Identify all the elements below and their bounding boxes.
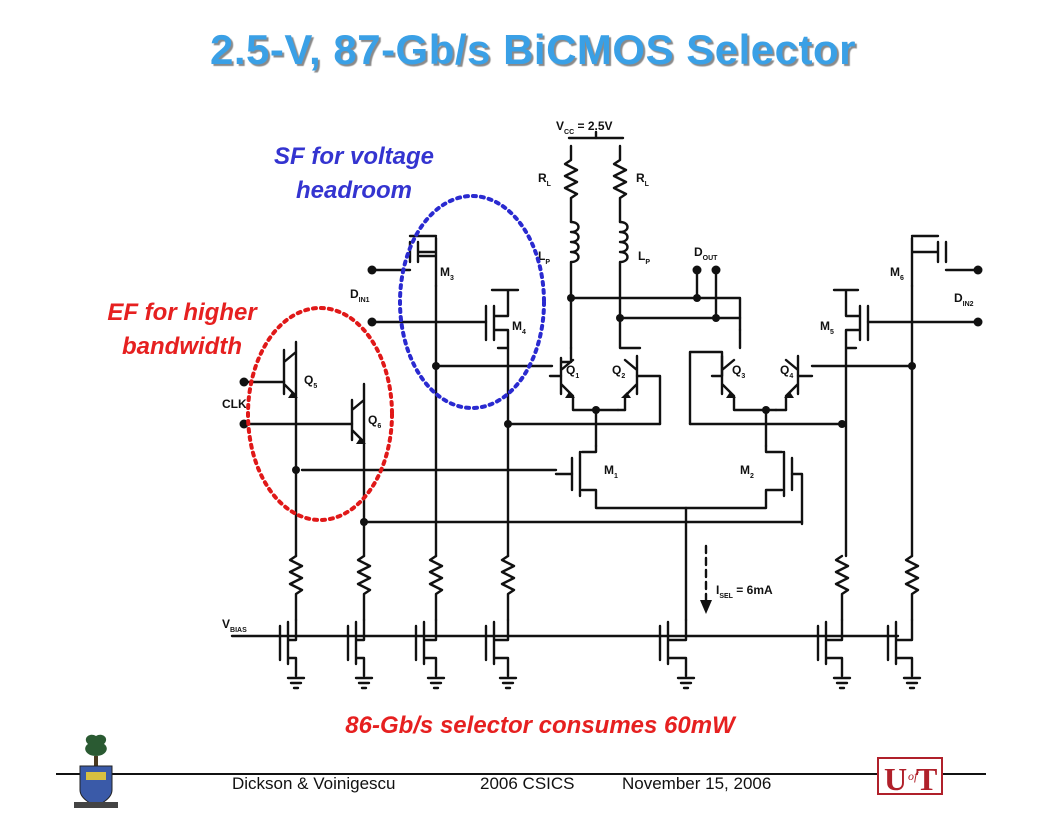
- q4-label: Q4: [780, 363, 793, 380]
- vcc-label: VCC = 2.5V: [556, 119, 613, 136]
- q5-label: Q5: [304, 373, 317, 390]
- svg-text:of: of: [908, 769, 919, 783]
- slide-title: 2.5-V, 87-Gb/s BiCMOS Selector: [209, 26, 856, 73]
- q1-label: Q1: [566, 363, 579, 380]
- isel-label: ISEL = 6mA: [716, 583, 773, 600]
- svg-text:T: T: [916, 761, 937, 797]
- sf-highlight-ellipse: [398, 194, 546, 410]
- university-crest-logo: [74, 734, 118, 808]
- u-of-t-logo: U of T: [877, 757, 943, 797]
- vbias-label: VBIAS: [222, 617, 247, 634]
- sf-annotation: SF for voltage headroom: [224, 140, 484, 208]
- ef-annotation-line2: bandwidth: [122, 333, 242, 360]
- m1-label: M1: [604, 463, 618, 480]
- sf-annotation-line2: headroom: [295, 177, 412, 204]
- q6-label: Q6: [368, 413, 381, 430]
- clk-label: CLK: [222, 397, 247, 411]
- lp-left-label: LP: [538, 249, 550, 266]
- rl-left-label: RL: [538, 171, 552, 188]
- ef-highlight-ellipse: [246, 306, 394, 522]
- m4-label: M4: [512, 319, 526, 336]
- power-caption: 86-Gb/s selector consumes 60mW: [345, 712, 735, 739]
- din2-label: DIN2: [954, 291, 974, 308]
- sf-annotation-line1: SF for voltage: [273, 143, 435, 170]
- m2-label: M2: [740, 463, 754, 480]
- rl-right-label: RL: [636, 171, 650, 188]
- lp-right-label: LP: [638, 249, 650, 266]
- q3-label: Q3: [732, 363, 745, 380]
- svg-text:U: U: [884, 761, 907, 797]
- din1-label: DIN1: [350, 287, 370, 304]
- ef-annotation: EF for higher bandwidth: [62, 296, 302, 364]
- footer-conference: 2006 CSICS: [480, 774, 575, 793]
- m5-label: M5: [820, 319, 834, 336]
- dout-label: DOUT: [694, 245, 718, 262]
- q2-label: Q2: [612, 363, 625, 380]
- footer-authors: Dickson & Voinigescu: [232, 774, 396, 793]
- m3-label: M3: [440, 265, 454, 282]
- ef-annotation-line1: EF for higher: [107, 299, 257, 326]
- m6-label: M6: [890, 265, 904, 282]
- footer-date: November 15, 2006: [622, 774, 772, 793]
